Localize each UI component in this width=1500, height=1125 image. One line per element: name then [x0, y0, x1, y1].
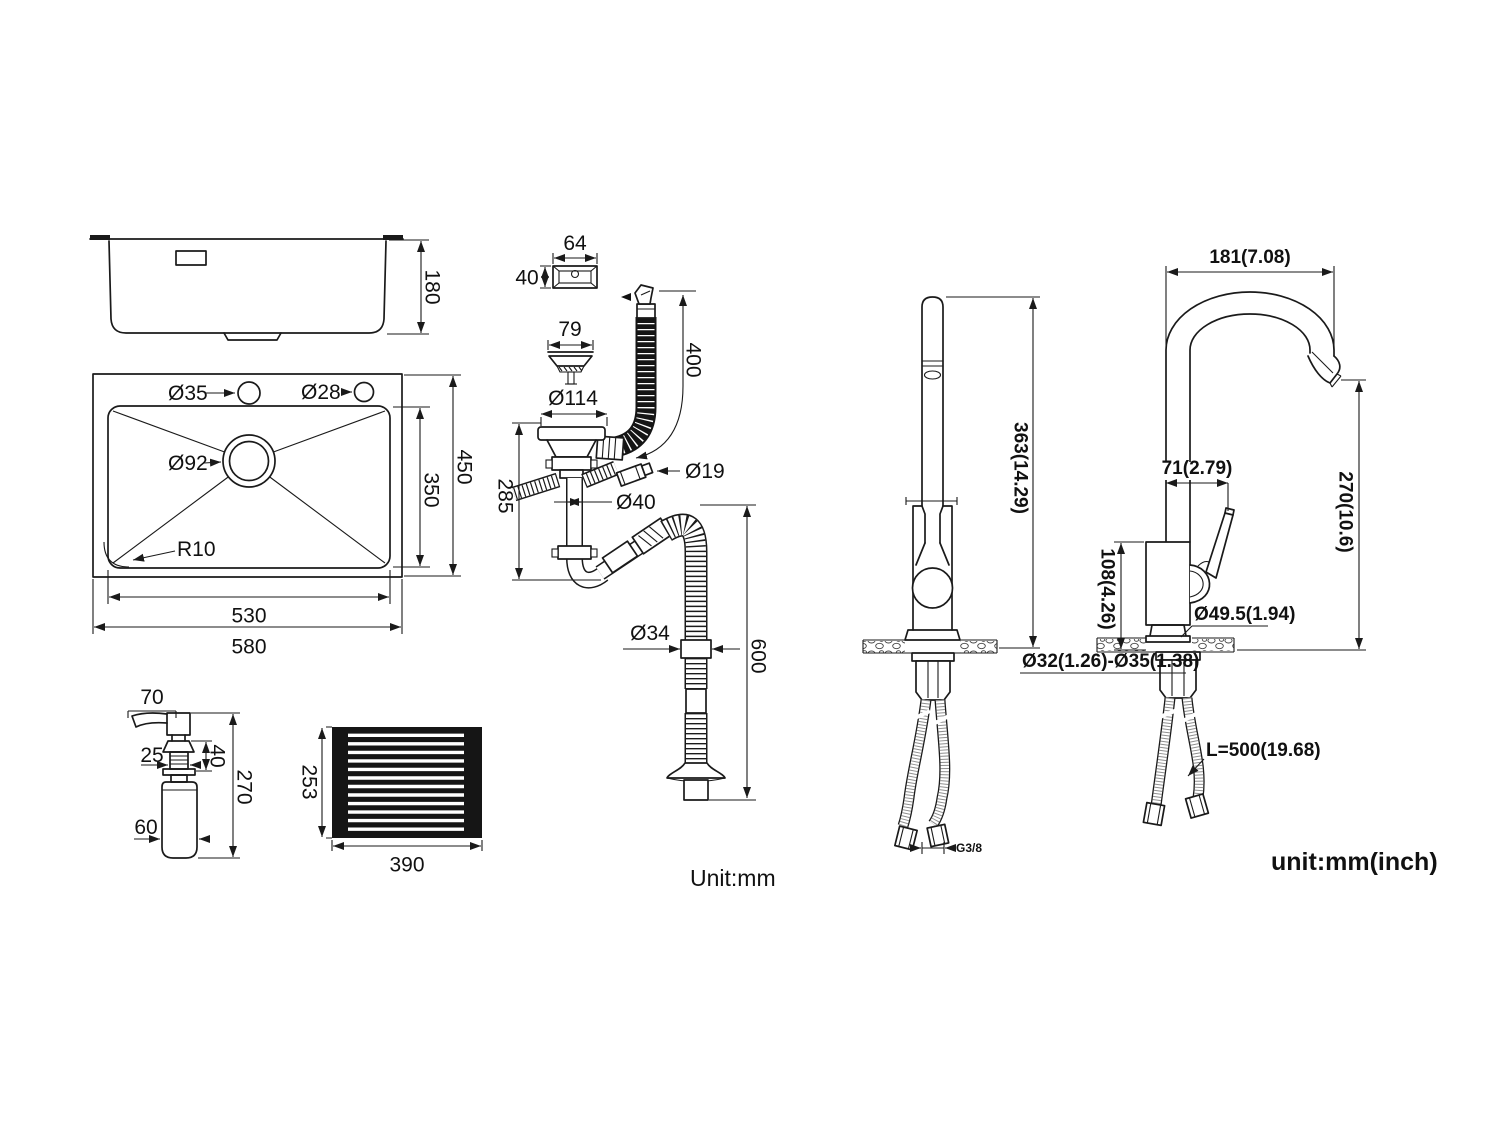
dim-overflow-hose-length: 400 [682, 342, 705, 377]
dim-spout-height: 270(10.6) [1334, 471, 1355, 552]
unit-note-inch: unit:mm(inch) [1271, 848, 1438, 876]
dim-body-height: 108(4.26) [1096, 548, 1117, 629]
dim-sink-height: 180 [421, 269, 444, 304]
drain-assembly: 64 40 79 [494, 232, 776, 891]
dim-inlet-thread: G3/8 [956, 841, 982, 855]
dim-spout-length: 70 [140, 686, 163, 709]
soap-dispenser: 70 25 40 270 60 [127, 686, 256, 859]
dim-strainer-diameter: 79 [558, 318, 581, 341]
dim-flange-diameter: Ø114 [548, 387, 598, 410]
dim-mounting-hole: Ø32(1.26)-Ø35(1.38) [1022, 651, 1199, 672]
sink-side-view: 180 [89, 235, 444, 341]
dim-drain-hole: Ø92 [168, 452, 208, 475]
unit-note-mm: Unit:mm [690, 865, 776, 891]
dim-rack-width: 390 [389, 853, 424, 876]
faucet-front-view: G3/8 363(14.29) [862, 296, 1040, 855]
dim-faucet-hole: Ø35 [168, 382, 208, 405]
overflow-hose: 400 [595, 284, 705, 461]
drain-hose: Ø34 600 [623, 504, 770, 801]
dim-hose-length: 600 [747, 638, 770, 673]
dim-bottle-diameter: 60 [134, 816, 157, 839]
dim-rack-depth: 253 [298, 764, 321, 799]
dim-corner-radius: R10 [177, 538, 216, 561]
dim-thread-diameter: 25 [140, 744, 163, 767]
dim-overflow-connector: Ø19 [685, 460, 725, 483]
dim-dispenser-height: 270 [233, 769, 256, 804]
overflow-cover: 64 40 [515, 232, 598, 289]
sink-top-view: Ø35 Ø28 Ø92 R10 350 450 530 580 [92, 373, 476, 658]
dim-overall-depth: 450 [453, 449, 476, 484]
strainer-basket: 79 [547, 318, 594, 385]
dim-basin-width: 530 [231, 604, 266, 627]
dim-basin-depth: 350 [420, 472, 443, 507]
dim-overall-width: 580 [231, 635, 266, 658]
dim-base-diameter: Ø49.5(1.94) [1194, 604, 1295, 625]
roll-up-rack: 253 390 [298, 726, 483, 876]
dim-hose-diameter: Ø34 [630, 622, 670, 645]
faucet-side-view: 181(7.08) 71(2.79) [1020, 247, 1438, 876]
dim-faucet-height: 363(14.29) [1009, 422, 1030, 514]
supply-hoses-front: G3/8 [893, 699, 982, 855]
dim-trap-height: 285 [494, 478, 517, 513]
dim-spout-reach: 181(7.08) [1209, 247, 1290, 268]
dim-neck-height: 40 [206, 744, 229, 767]
dim-hose-length-label: L=500(19.68) [1206, 740, 1321, 761]
dim-body-width: 71(2.79) [1162, 458, 1233, 479]
drain-flange-trap: Ø114 [494, 387, 725, 589]
dim-tailpipe-diameter: Ø40 [616, 491, 656, 514]
supply-hoses-side [1142, 697, 1210, 827]
dim-overflow-height: 40 [515, 266, 538, 289]
dim-overflow-width: 64 [563, 232, 587, 255]
dim-soap-hole: Ø28 [301, 381, 341, 404]
